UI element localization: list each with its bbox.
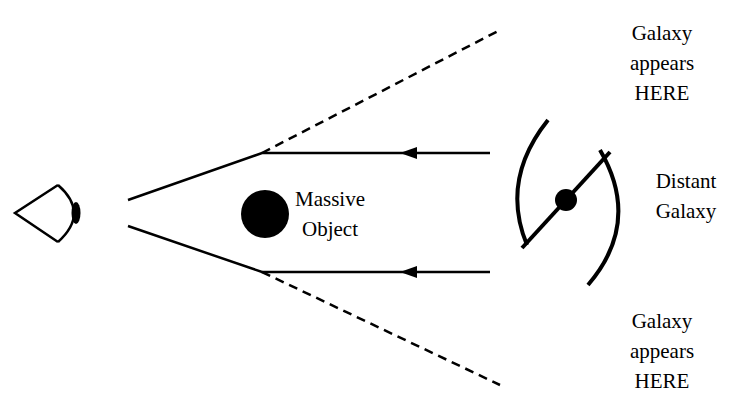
arrow-head [400,147,417,159]
object-label: Massive Object [295,184,365,244]
apparent-ray [262,272,500,385]
eye-lens [72,202,81,224]
object-label: Distant Galaxy [656,166,717,226]
image-label: Galaxy appears HERE [630,306,694,396]
apparent-ray [262,30,500,153]
galaxy-bar [522,152,610,248]
arrow-head [400,266,417,278]
massive-object [241,190,289,238]
galaxy-core [555,189,577,211]
eye-outline [15,185,58,242]
image-label: Galaxy appears HERE [630,18,694,108]
